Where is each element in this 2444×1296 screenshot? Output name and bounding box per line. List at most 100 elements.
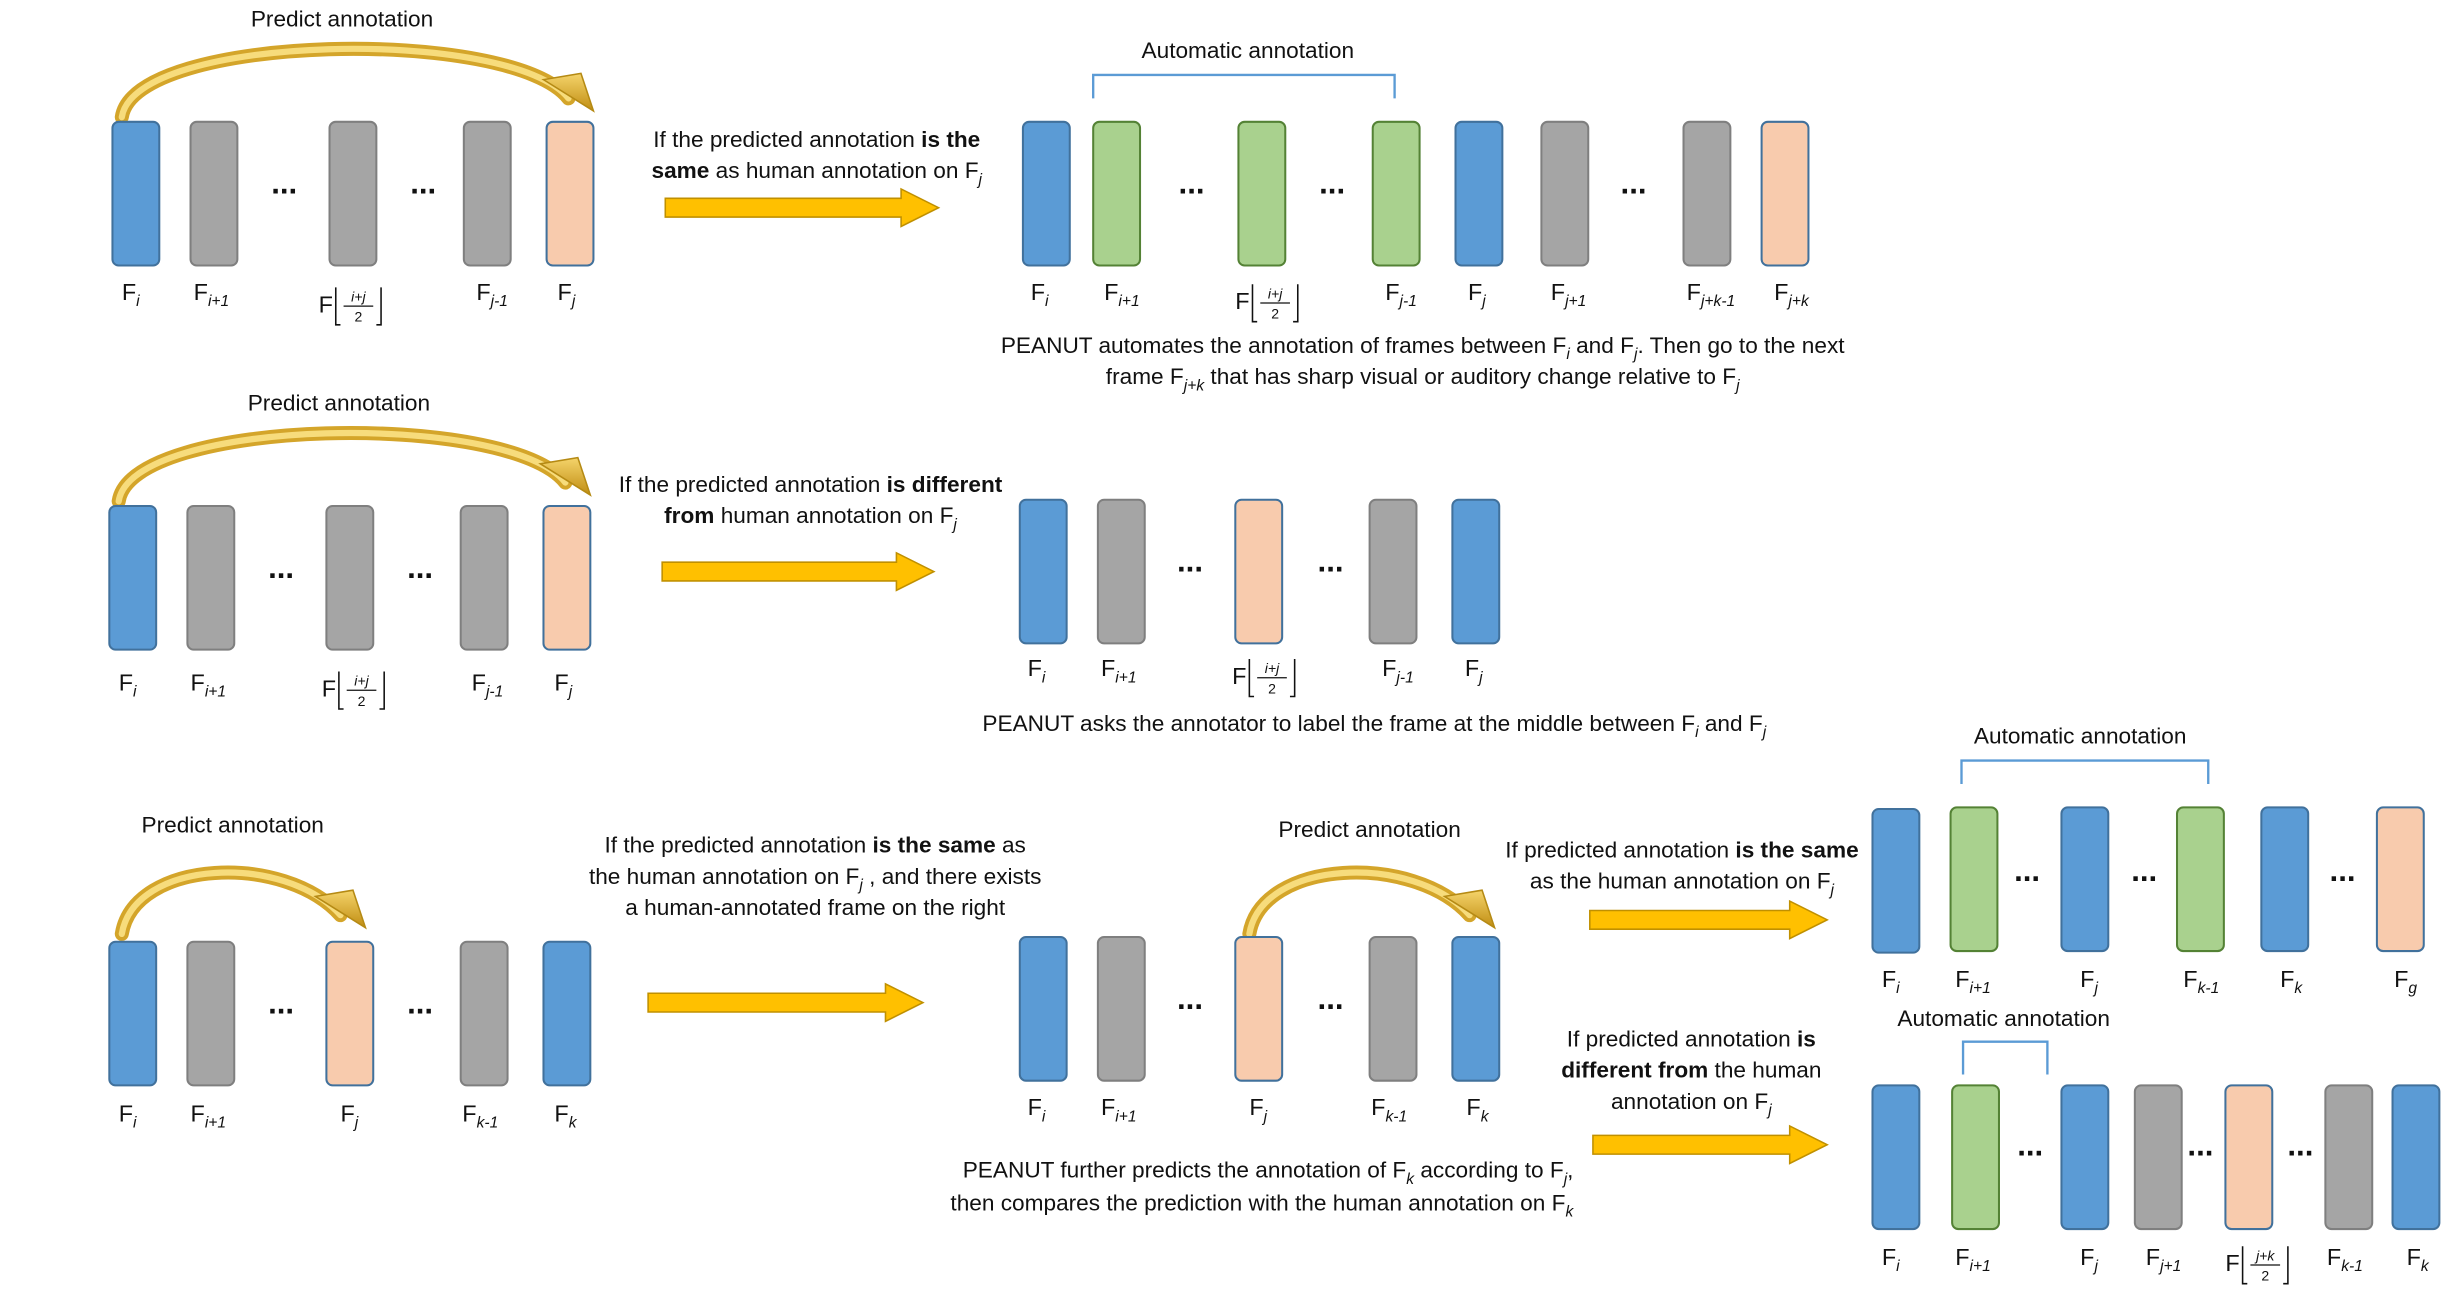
ellipsis: ... bbox=[268, 986, 294, 1021]
ellipsis: ... bbox=[410, 166, 436, 201]
svg-text:2: 2 bbox=[358, 693, 366, 709]
frame-label: Fk bbox=[2280, 966, 2303, 997]
frame-label: Fi+1 bbox=[191, 669, 227, 700]
svg-text:j+k: j+k bbox=[2254, 1247, 2275, 1263]
frame-blue bbox=[1451, 936, 1501, 1082]
ellipsis: ... bbox=[1177, 544, 1203, 579]
ellipsis: ... bbox=[1319, 166, 1345, 201]
auto-bracket bbox=[1960, 759, 2210, 784]
ellipsis: ... bbox=[2330, 853, 2356, 888]
auto-bracket bbox=[1961, 1040, 2049, 1075]
ellipsis: ... bbox=[1621, 166, 1647, 201]
frame-label: Fk bbox=[1466, 1094, 1489, 1125]
frame-gray bbox=[1096, 498, 1146, 645]
predict-label: Predict annotation bbox=[141, 812, 323, 837]
frame-label: Fj-1 bbox=[1385, 279, 1417, 310]
predict-arc bbox=[114, 865, 367, 941]
frame-peach bbox=[545, 120, 595, 267]
caption-line: If the predicted annotation is different bbox=[619, 472, 1003, 497]
svg-text:i+j: i+j bbox=[351, 288, 366, 304]
frame-blue bbox=[108, 504, 158, 651]
frame-label: Fj+1 bbox=[2146, 1244, 2182, 1275]
frame-label: Fj bbox=[1249, 1094, 1267, 1125]
frame-label: Fi+1 bbox=[1101, 655, 1137, 686]
frame-gray bbox=[1096, 936, 1146, 1082]
frame-label: Fj-1 bbox=[1382, 655, 1414, 686]
ellipsis: ... bbox=[1318, 981, 1344, 1016]
flow-arrow bbox=[647, 982, 925, 1023]
auto-label: Automatic annotation bbox=[1974, 723, 2187, 748]
ellipsis: ... bbox=[1179, 166, 1205, 201]
frame-blue bbox=[1451, 498, 1501, 645]
auto-label: Automatic annotation bbox=[1142, 38, 1355, 63]
frame-gray bbox=[189, 120, 239, 267]
caption-line: PEANUT asks the annotator to label the f… bbox=[982, 711, 1766, 741]
svg-text:2: 2 bbox=[2261, 1268, 2269, 1284]
frame-label: Fk-1 bbox=[2327, 1244, 2363, 1275]
predict-label: Predict annotation bbox=[248, 391, 430, 416]
auto-label: Automatic annotation bbox=[1897, 1006, 2110, 1031]
svg-text:F: F bbox=[322, 676, 336, 702]
caption-line: different from the human bbox=[1561, 1058, 1821, 1083]
svg-text:i+j: i+j bbox=[1265, 660, 1280, 676]
frame-gray bbox=[2324, 1084, 2374, 1231]
caption-line: PEANUT automates the annotation of frame… bbox=[1001, 333, 1845, 363]
frame-label: Fk-1 bbox=[1371, 1094, 1407, 1125]
frame-label: Fi+1 bbox=[1104, 279, 1140, 310]
frame-green bbox=[1371, 120, 1421, 267]
frame-label: Fi+1 bbox=[1955, 1244, 1991, 1275]
caption-line: as the human annotation on Fj bbox=[1530, 869, 1835, 899]
ellipsis: ... bbox=[407, 986, 433, 1021]
caption-line: same as human annotation on Fj bbox=[652, 158, 983, 188]
flow-arrow bbox=[661, 551, 936, 592]
frame-blue bbox=[1018, 498, 1068, 645]
flow-arrow bbox=[1592, 1124, 1829, 1165]
frame-blue bbox=[1871, 807, 1921, 954]
caption-line: from human annotation on Fj bbox=[664, 503, 957, 533]
ellipsis: ... bbox=[268, 550, 294, 585]
frame-label: Fj bbox=[1468, 279, 1486, 310]
ellipsis: ... bbox=[2017, 1128, 2043, 1163]
frame-peach bbox=[325, 940, 375, 1087]
frame-label: Fi+1 bbox=[191, 1100, 227, 1131]
caption-line: If predicted annotation is bbox=[1567, 1026, 1816, 1051]
svg-text:F: F bbox=[1235, 288, 1249, 314]
frame-label: Fk bbox=[554, 1100, 577, 1131]
svg-text:2: 2 bbox=[1268, 680, 1276, 696]
ellipsis: ... bbox=[1318, 544, 1344, 579]
frame-peach bbox=[1234, 936, 1284, 1082]
frame-gray bbox=[2133, 1084, 2183, 1231]
ellipsis: ... bbox=[2287, 1128, 2313, 1163]
frame-green bbox=[1092, 120, 1142, 267]
frame-gray bbox=[186, 504, 236, 651]
flow-arrow bbox=[664, 187, 941, 228]
svg-text:i+j: i+j bbox=[354, 673, 369, 689]
frame-blue bbox=[2060, 806, 2110, 953]
svg-text:i+j: i+j bbox=[1268, 285, 1283, 301]
frame-blue bbox=[1018, 936, 1068, 1082]
frame-gray bbox=[328, 120, 378, 267]
ellipsis: ... bbox=[271, 166, 297, 201]
frame-gray bbox=[1682, 120, 1732, 267]
frame-label: Fj bbox=[2080, 1244, 2098, 1275]
caption-line: PEANUT further predicts the annotation o… bbox=[963, 1158, 1574, 1188]
frame-gray bbox=[1540, 120, 1590, 267]
ellipsis: ... bbox=[2131, 853, 2157, 888]
frame-green bbox=[1951, 1084, 2000, 1231]
frame-peach bbox=[1234, 498, 1284, 645]
frame-blue bbox=[1871, 1084, 1921, 1231]
caption-line: the human annotation on Fj , and there e… bbox=[589, 864, 1042, 894]
flow-arrow bbox=[1589, 899, 1829, 940]
frame-label: Fk-1 bbox=[2183, 966, 2219, 997]
frame-label: Fk bbox=[2407, 1244, 2430, 1275]
frame-label: Fj+k-1 bbox=[1687, 279, 1736, 310]
frame-label: Fi+1 bbox=[194, 279, 230, 310]
frame-label: Fi bbox=[1882, 1244, 1900, 1275]
frame-gray bbox=[186, 940, 236, 1087]
frame-label: Fi bbox=[119, 669, 137, 700]
